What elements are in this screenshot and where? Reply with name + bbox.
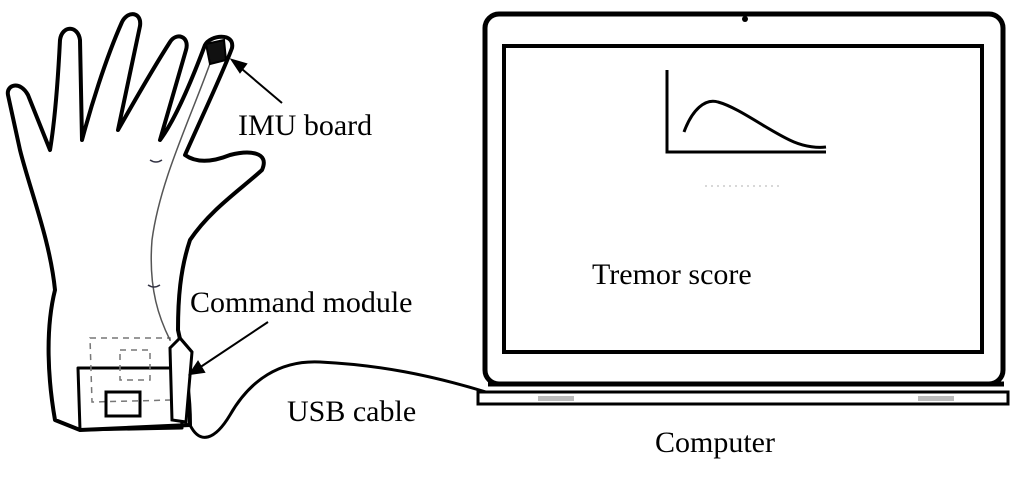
command-arrow — [195, 321, 269, 371]
laptop-screen — [502, 44, 984, 354]
glove-icon — [5, 12, 266, 432]
arrows — [187, 58, 283, 376]
laptop-bezel — [482, 11, 1006, 387]
laptop-icon — [476, 11, 1010, 406]
tremor-curve-icon — [665, 70, 827, 187]
glove-wire — [150, 57, 213, 341]
cuff-square — [104, 390, 142, 418]
plot-curve — [682, 99, 827, 149]
glove-dashed-lines — [89, 337, 173, 403]
usb-cable-icon — [188, 360, 487, 439]
glove-outline — [5, 12, 266, 432]
usb-cable-label: USB cable — [287, 395, 417, 428]
imu-board-label: IMU board — [238, 109, 373, 142]
plot-axes — [665, 70, 826, 154]
tremor-score-label: Tremor score — [592, 258, 752, 291]
command-module-label: Command module — [190, 286, 413, 319]
imu-arrow — [235, 63, 283, 104]
imu-board-icon — [204, 38, 228, 66]
computer-label: Computer — [655, 426, 775, 459]
glove-cuff — [76, 366, 184, 432]
laptop-base — [476, 390, 1010, 406]
command-module-icon — [168, 335, 194, 424]
